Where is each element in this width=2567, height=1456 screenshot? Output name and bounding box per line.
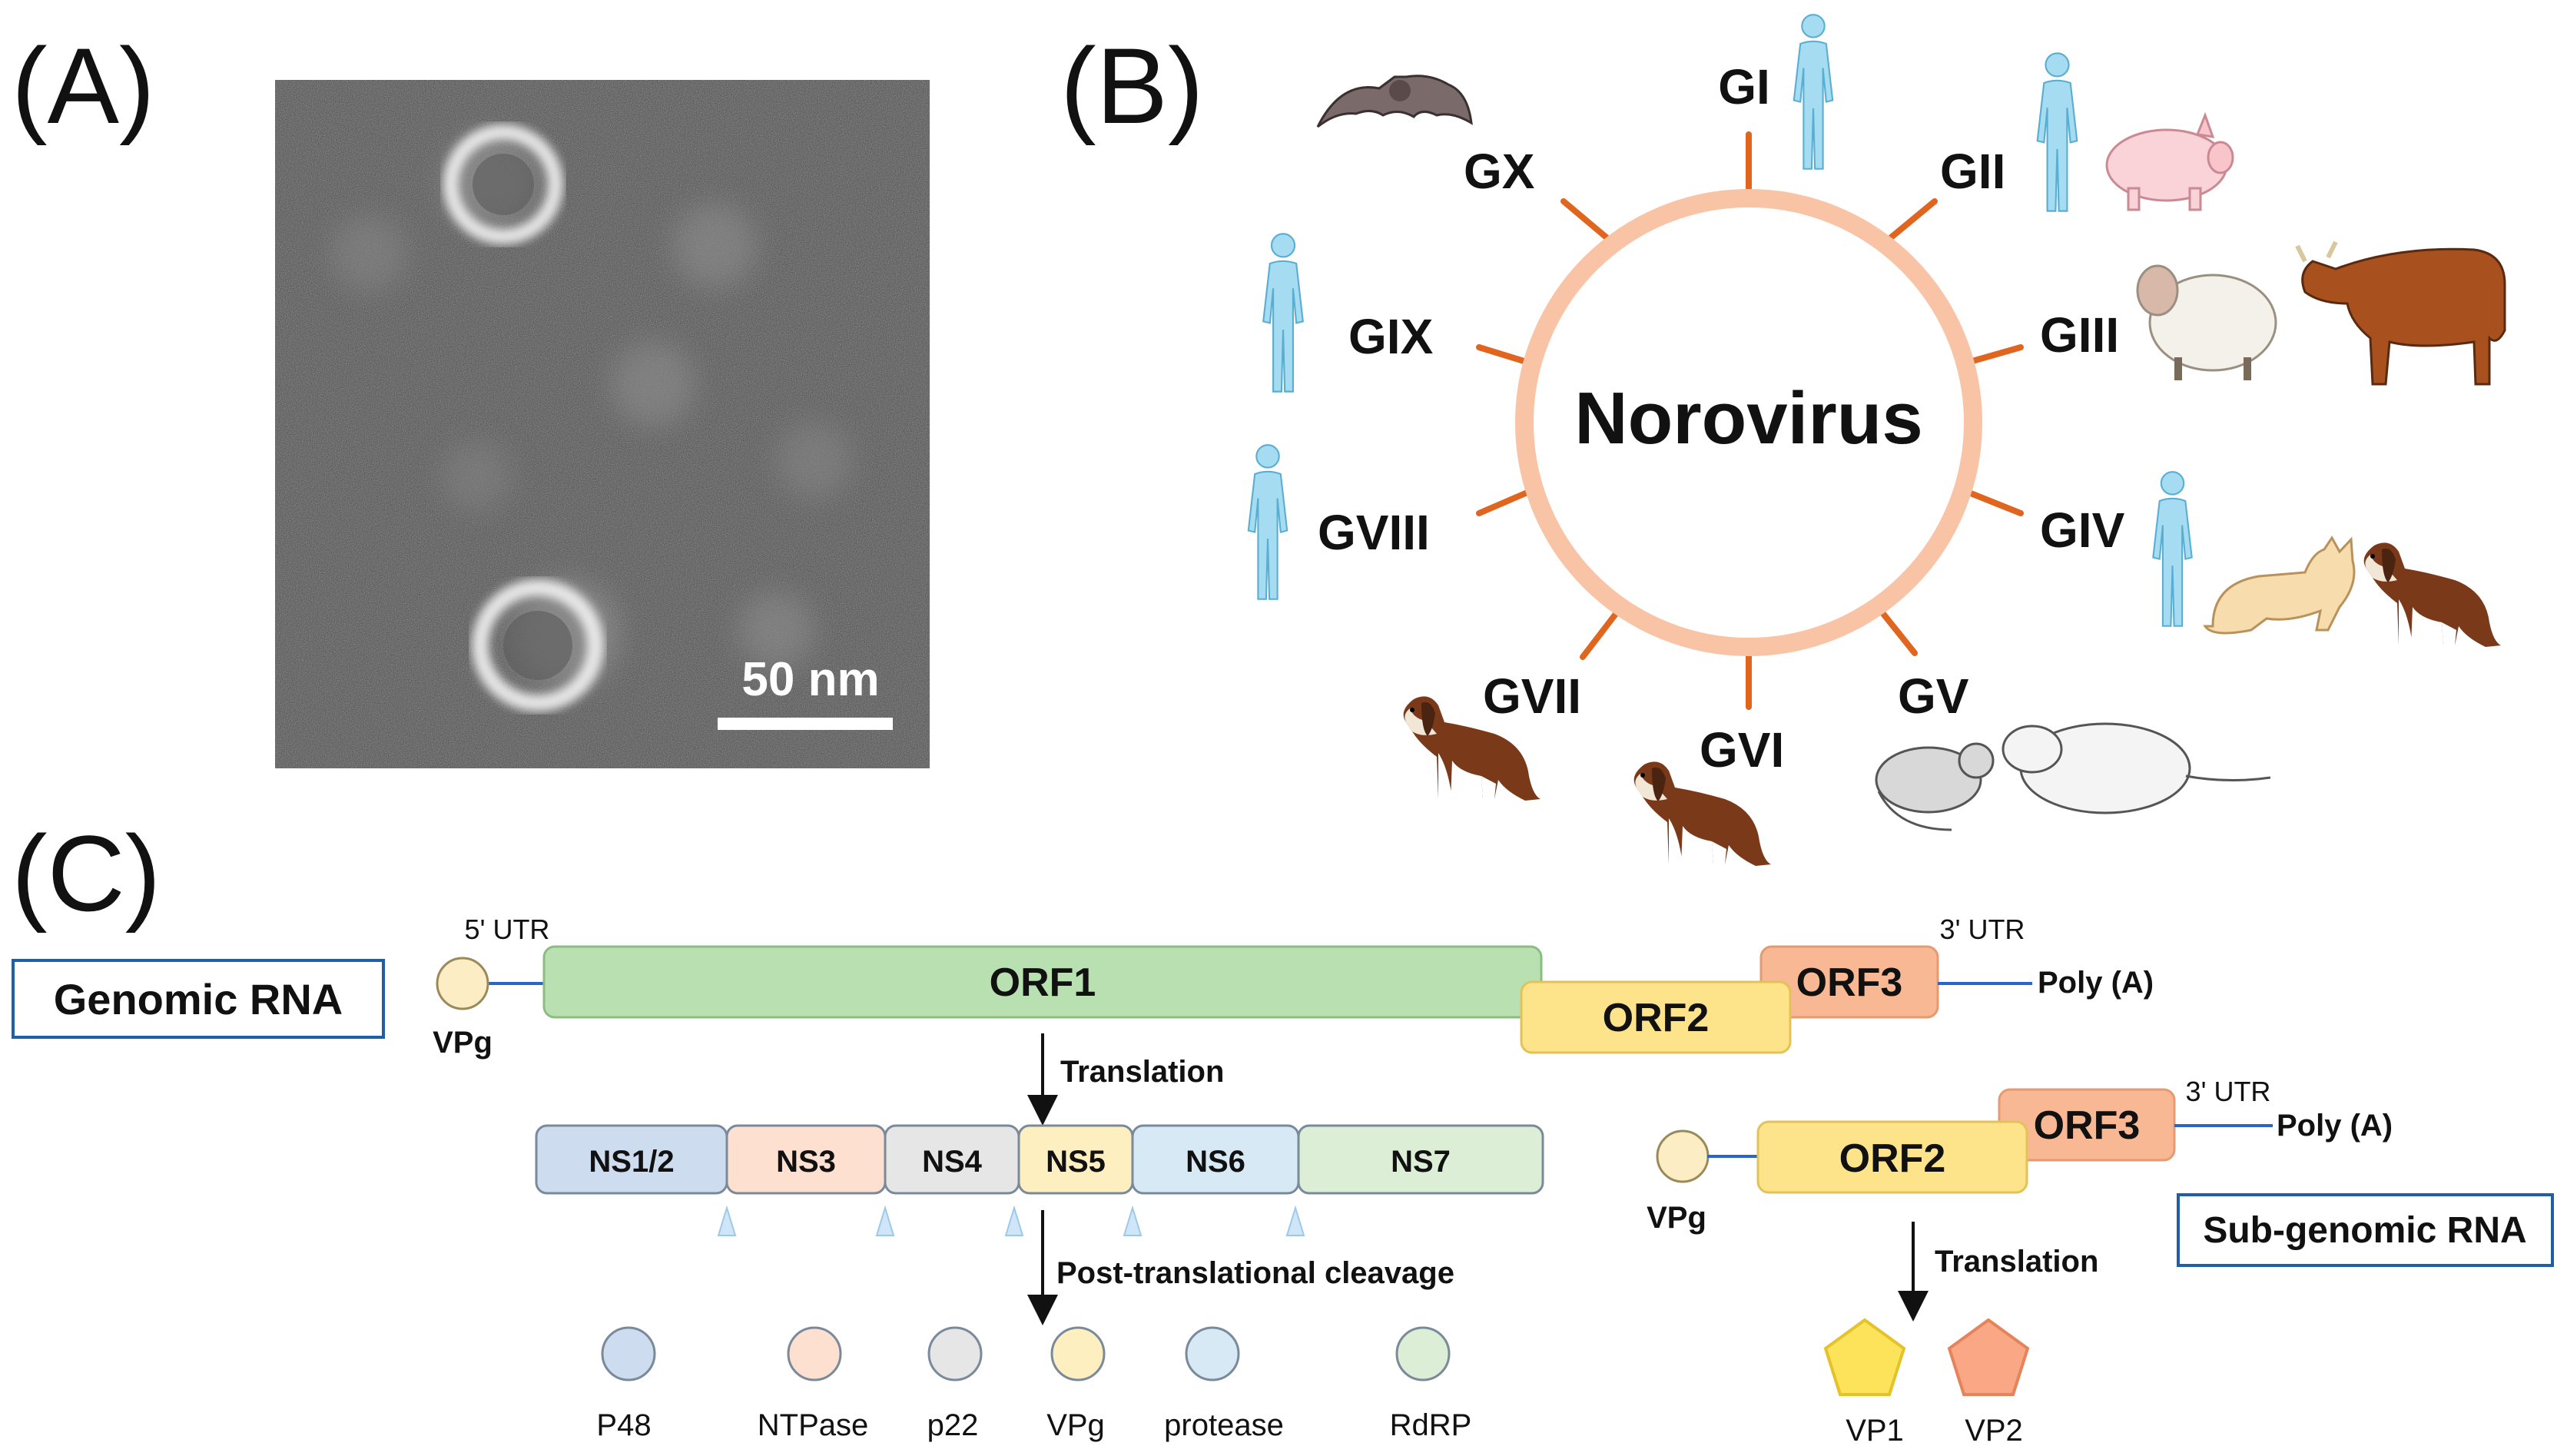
- cleavage-site-3: [1004, 1205, 1024, 1236]
- ns12-label: NS1/2: [589, 1145, 674, 1179]
- human-icon-gix: [1262, 232, 1305, 393]
- cleavage-label: Post-translational cleavage: [1056, 1256, 1454, 1290]
- subgenomic-vpg-label: VPg: [1647, 1201, 1706, 1235]
- genogroup-gix: GIX: [1348, 309, 1434, 364]
- genogroup-gi: GI: [1718, 59, 1770, 114]
- subgenomic-vpg-circle: [1656, 1129, 1710, 1183]
- product-rdrp-label: RdRP: [1390, 1408, 1472, 1442]
- product-ntpase-circle: [787, 1326, 842, 1381]
- vp1-pentagon: [1823, 1318, 1906, 1396]
- orf1-label: ORF1: [990, 960, 1096, 1005]
- product-p22-label: p22: [927, 1408, 979, 1442]
- genogroup-labels: GI GII GIII GIV GV GVI GVII GVIII GIX GX: [1318, 59, 2125, 778]
- pig-icon: [2105, 111, 2234, 211]
- subgenomic-rna-label: Sub-genomic RNA: [2203, 1210, 2526, 1251]
- genogroup-gviii: GVIII: [1318, 505, 1430, 560]
- nonstructural-products: P48 NTPase p22 VPg protease RdRP: [596, 1326, 1472, 1442]
- cleavage-site-4: [1123, 1205, 1143, 1236]
- genomic-orf2-block: [1520, 980, 1792, 1054]
- human-icon-gii: [2036, 52, 2078, 212]
- genogroup-gii: GII: [1940, 144, 2005, 199]
- virion-bottom: [472, 579, 604, 711]
- panel-b-label: (B): [1060, 25, 1204, 146]
- ns7-label: NS7: [1391, 1145, 1451, 1179]
- translation-label: Translation: [1060, 1055, 1224, 1089]
- product-p48-label: P48: [596, 1408, 651, 1442]
- genomic-utr5-label: 5' UTR: [465, 914, 550, 945]
- cat-icon: [2203, 536, 2356, 635]
- rat-icon: [2002, 722, 2271, 814]
- panel-c-label: (C): [12, 813, 161, 934]
- dog-icon-giv: [2363, 542, 2501, 647]
- cleavage-sites: [717, 1205, 1305, 1236]
- genogroup-gx: GX: [1464, 144, 1535, 199]
- human-icon-gviii: [1247, 443, 1288, 601]
- product-p22-circle: [927, 1326, 983, 1381]
- product-p48-circle: [601, 1326, 656, 1381]
- virion-top: [443, 124, 563, 244]
- genogroup-gvi: GVI: [1700, 722, 1784, 778]
- em-micrograph: 50 nm: [275, 80, 930, 768]
- product-ntpase-label: NTPase: [758, 1408, 869, 1442]
- cow-icon: [2295, 240, 2506, 386]
- product-vpg-circle: [1050, 1326, 1106, 1381]
- panel-c: (C) Genomic RNA 5' UTR VPg ORF1 ORF3 ORF…: [12, 813, 2554, 1448]
- panel-a-label: (A): [12, 25, 155, 146]
- product-rdrp-circle: [1395, 1326, 1451, 1381]
- genomic-rna-label: Genomic RNA: [54, 975, 343, 1023]
- genogroup-gvii: GVII: [1483, 668, 1581, 724]
- mouse-icon: [1875, 742, 1995, 831]
- genomic-orf2-label: ORF2: [1603, 996, 1710, 1040]
- panel-a: (A) 50 nm: [12, 25, 930, 768]
- genogroup-giii: GIII: [2040, 307, 2119, 363]
- subgenomic-orf2-label: ORF2: [1839, 1136, 1946, 1181]
- genomic-utr3-label: 3' UTR: [1940, 914, 2025, 945]
- cleavage-site-2: [875, 1205, 895, 1236]
- cleavage-site-5: [1285, 1205, 1305, 1236]
- product-protease-label: protease: [1164, 1408, 1284, 1442]
- subgenomic-translation-label: Translation: [1935, 1245, 2098, 1279]
- genomic-rna-box: [12, 959, 385, 1039]
- norovirus-label: Norovirus: [1574, 377, 1922, 459]
- human-icon-giv: [2152, 470, 2193, 627]
- subgenomic-utr3-label: 3' UTR: [2186, 1076, 2271, 1107]
- ns3-label: NS3: [776, 1145, 836, 1179]
- genomic-orf3-label: ORF3: [1796, 960, 1903, 1005]
- subgenomic-orf2-block: [1756, 1120, 2028, 1194]
- scale-bar: [718, 718, 893, 730]
- host-illustrations: [1247, 13, 2506, 866]
- genogroup-gv: GV: [1898, 668, 1969, 724]
- panel-b: (B) Norovirus GI GII GIII GIV GV GVI GVI…: [1060, 13, 2506, 866]
- genomic-vpg-circle: [436, 957, 489, 1010]
- ns5-label: NS5: [1046, 1145, 1106, 1179]
- cleavage-site-1: [717, 1205, 737, 1236]
- subgenomic-orf3-label: ORF3: [2034, 1103, 2141, 1148]
- genogroup-giv: GIV: [2040, 502, 2125, 558]
- product-protease-circle: [1185, 1326, 1240, 1381]
- sheep-icon: [2136, 264, 2277, 380]
- vp2-pentagon: [1947, 1318, 2030, 1396]
- ns4-label: NS4: [922, 1145, 983, 1179]
- genomic-polya-label: Poly (A): [2038, 966, 2154, 1000]
- genogroup-spokes: [1476, 131, 2024, 710]
- subgenomic-rna-box: [2177, 1193, 2554, 1267]
- vp1-label: VP1: [1846, 1414, 1904, 1448]
- subgenomic-rna: VPg ORF3 ORF2 3' UTR Poly (A) Sub-genomi…: [1647, 1076, 2554, 1448]
- ns7-block: [1297, 1124, 1544, 1195]
- norovirus-ring: [1515, 189, 1982, 656]
- ns-polyprotein: NS1/2 NS3 NS4 NS5 NS6 NS7: [535, 1124, 1544, 1195]
- subgenomic-polya-label: Poly (A): [2277, 1109, 2393, 1143]
- ns6-label: NS6: [1186, 1145, 1245, 1179]
- product-vpg-label: VPg: [1046, 1408, 1105, 1442]
- scale-bar-label: 50 nm: [741, 653, 879, 706]
- human-icon-gi: [1793, 13, 1834, 171]
- genomic-vpg-label: VPg: [433, 1026, 493, 1060]
- bat-icon: [1316, 75, 1473, 128]
- vp2-label: VP2: [1965, 1414, 2023, 1448]
